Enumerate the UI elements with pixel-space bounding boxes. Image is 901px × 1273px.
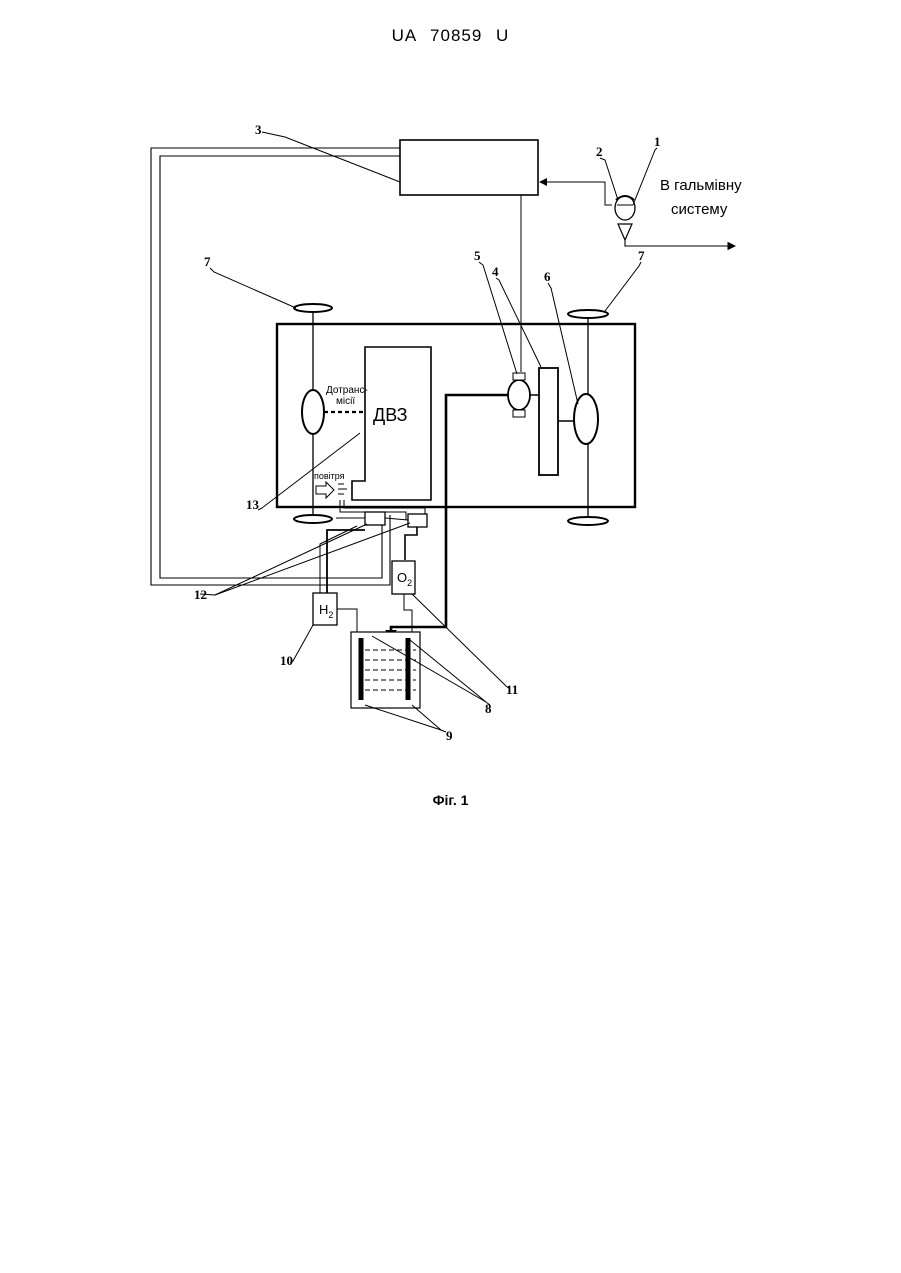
control-loop-inner [160, 156, 400, 578]
ref-5: 5 [474, 248, 481, 263]
ref-9: 9 [446, 728, 453, 743]
brake-output-line [625, 240, 735, 246]
transmission-label-line1: Дотранс- [326, 385, 368, 396]
controller-block [400, 140, 538, 195]
valve-unit-right [408, 514, 427, 527]
ref-12: 12 [194, 587, 207, 602]
brake-system-label-line1: В гальмівну [660, 177, 742, 194]
control-loop-outer [151, 148, 400, 585]
ref-13: 13 [246, 497, 260, 512]
ref-1: 1 [654, 134, 661, 149]
engine-label: ДВЗ [373, 405, 407, 425]
front-differential [302, 390, 324, 434]
ref-7-right: 7 [638, 248, 645, 263]
ref-2: 2 [596, 144, 603, 159]
front-wheel-bottom [294, 515, 332, 523]
transmission-label-line2: місії [336, 396, 355, 407]
ref-11: 11 [506, 682, 518, 697]
front-wheel-top [294, 304, 332, 312]
air-label: повітря [314, 471, 345, 481]
air-inlet-arrow [316, 482, 334, 498]
ref-4: 4 [492, 264, 499, 279]
figure-caption: Фіг. 1 [0, 792, 901, 808]
ref-3: 3 [255, 122, 262, 137]
pedal-signal-line [540, 182, 612, 205]
rear-wheel-bottom [568, 517, 608, 525]
brake-pedal-icon [615, 196, 635, 240]
ref-8: 8 [485, 701, 492, 716]
gearbox-block [539, 368, 558, 475]
valve-unit-left [365, 512, 385, 525]
brake-system-label-line2: систему [671, 201, 728, 218]
ref-10: 10 [280, 653, 293, 668]
ref-6: 6 [544, 269, 551, 284]
rear-wheel-top [568, 310, 608, 318]
ref-7-left: 7 [204, 254, 211, 269]
electric-machine [508, 380, 530, 410]
